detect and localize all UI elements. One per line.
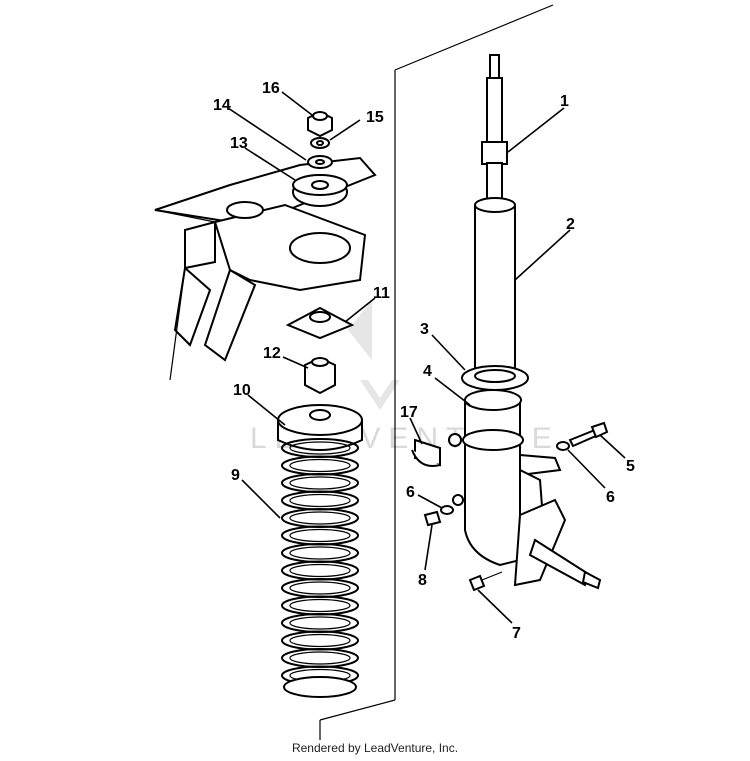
coil-spring (281, 438, 359, 698)
leader-lines (227, 91, 626, 624)
hardware (423, 421, 609, 592)
callout-1: 1 (560, 93, 569, 110)
callout-13: 13 (230, 135, 248, 152)
watermark-logo-v (360, 380, 400, 410)
footer-credit: Rendered by LeadVenture, Inc. (291, 741, 459, 755)
callout-2: 2 (566, 216, 575, 233)
callout-6-right: 6 (606, 489, 615, 506)
callout-14: 14 (213, 97, 231, 114)
top-mount-stack (292, 110, 348, 207)
spring-coil-inner (289, 633, 351, 648)
watermark-logo (348, 300, 372, 360)
strut-washer (461, 365, 529, 391)
spring-coil-inner (289, 493, 351, 508)
knuckle-housing (448, 389, 602, 590)
spring-coil-inner (289, 651, 351, 665)
spring-coil-inner (289, 476, 351, 490)
spring-coil-inner (289, 528, 351, 543)
callout-15: 15 (366, 109, 384, 126)
spring-coil-inner (289, 458, 351, 473)
spring-coil-inner (289, 581, 351, 595)
spring-coil-inner (289, 616, 351, 630)
spring-coil-inner (289, 441, 351, 455)
callouts: 1 2 3 4 5 6 6 7 8 9 10 11 12 13 14 15 16… (213, 80, 635, 642)
spring-coil-inner (289, 563, 351, 578)
clip-part (411, 438, 441, 467)
callout-11: 11 (373, 285, 390, 302)
spring-base-coil (283, 676, 357, 698)
strut (474, 54, 516, 380)
callout-17: 17 (400, 404, 418, 421)
cone-washer-and-nut (285, 306, 355, 395)
spring-coil-inner (289, 546, 351, 560)
callout-3: 3 (420, 321, 429, 338)
callout-8: 8 (418, 572, 427, 589)
spring-coil-inner (289, 598, 351, 613)
frame-lines (319, 4, 554, 740)
callout-10: 10 (233, 382, 251, 399)
callout-4: 4 (423, 363, 432, 380)
callout-12: 12 (263, 345, 281, 362)
callout-9: 9 (231, 467, 240, 484)
callout-7: 7 (512, 625, 521, 642)
spring-coil-inner (289, 511, 351, 525)
callout-5: 5 (626, 458, 635, 475)
callout-6-left: 6 (406, 484, 415, 501)
spring-assembly (277, 404, 363, 698)
callout-16: 16 (262, 80, 280, 97)
